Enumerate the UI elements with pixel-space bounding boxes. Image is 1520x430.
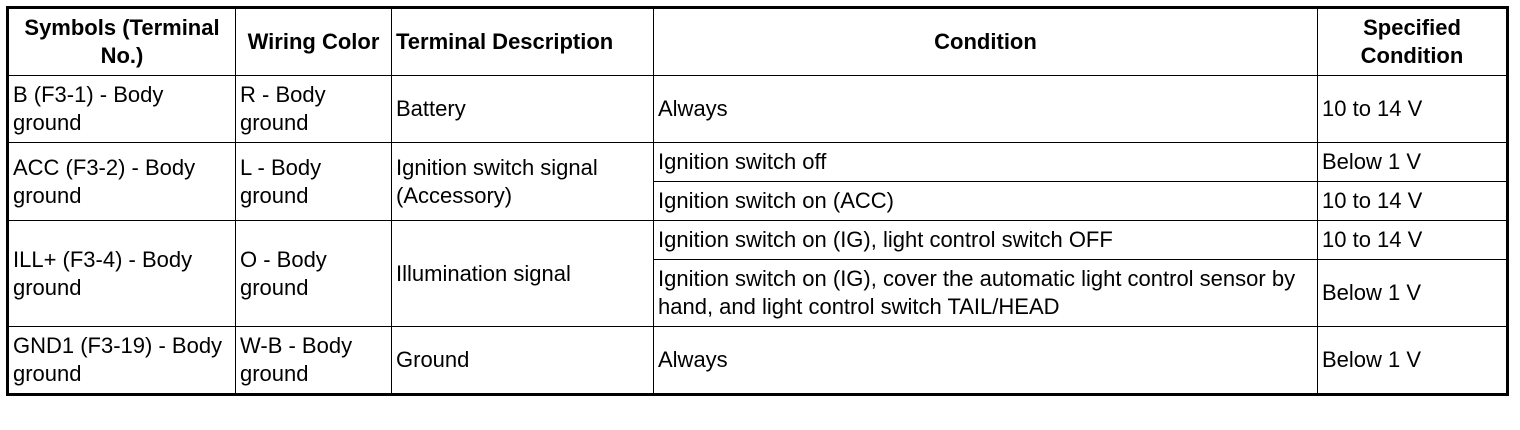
description-cell: Battery	[391, 75, 654, 143]
condition-cell: Ignition switch on (IG), light control s…	[653, 220, 1318, 260]
specified-condition-cell: 10 to 14 V	[1317, 75, 1508, 143]
description-cell: Ignition switch signal (Accessory)	[391, 142, 654, 221]
symbol-cell: ACC (F3-2) - Body ground	[7, 142, 236, 221]
condition-cell: Ignition switch on (IG), cover the autom…	[653, 259, 1318, 327]
header-wiring-color: Wiring Color	[235, 7, 392, 76]
specified-condition-cell: Below 1 V	[1317, 259, 1508, 327]
description-cell: Illumination signal	[391, 220, 654, 327]
header-row: Symbols (Terminal No.) Wiring Color Term…	[7, 7, 1508, 76]
header-symbols: Symbols (Terminal No.)	[7, 7, 236, 76]
description-cell: Ground	[391, 326, 654, 395]
header-condition: Condition	[653, 7, 1318, 76]
wiring-color-cell: L - Body ground	[235, 142, 392, 221]
header-specified-condition: Specified Condition	[1317, 7, 1508, 76]
wiring-color-cell: W-B - Body ground	[235, 326, 392, 395]
table-row: B (F3-1) - Body ground R - Body ground B…	[7, 75, 1508, 143]
condition-cell: Always	[653, 326, 1318, 395]
specified-condition-cell: Below 1 V	[1317, 326, 1508, 395]
specified-condition-cell: 10 to 14 V	[1317, 181, 1508, 221]
terminal-spec-table: Symbols (Terminal No.) Wiring Color Term…	[6, 6, 1509, 396]
symbol-cell: ILL+ (F3-4) - Body ground	[7, 220, 236, 327]
table-row: ACC (F3-2) - Body ground L - Body ground…	[7, 142, 1508, 221]
wiring-color-cell: R - Body ground	[235, 75, 392, 143]
condition-cell: Always	[653, 75, 1318, 143]
wiring-color-cell: O - Body ground	[235, 220, 392, 327]
table-row: Ignition switch on (ACC) 10 to 14 V	[8, 181, 1508, 221]
header-terminal-description: Terminal Description	[391, 7, 654, 76]
specified-condition-cell: Below 1 V	[1317, 142, 1508, 182]
table-row: Ignition switch on (IG), cover the autom…	[8, 259, 1508, 327]
condition-cell: Ignition switch off	[653, 142, 1318, 182]
specified-condition-cell: 10 to 14 V	[1317, 220, 1508, 260]
table-row: ILL+ (F3-4) - Body ground O - Body groun…	[7, 220, 1508, 327]
condition-cell: Ignition switch on (ACC)	[653, 181, 1318, 221]
table-row: GND1 (F3-19) - Body ground W-B - Body gr…	[7, 326, 1508, 395]
symbol-cell: GND1 (F3-19) - Body ground	[7, 326, 236, 395]
symbol-cell: B (F3-1) - Body ground	[7, 75, 236, 143]
